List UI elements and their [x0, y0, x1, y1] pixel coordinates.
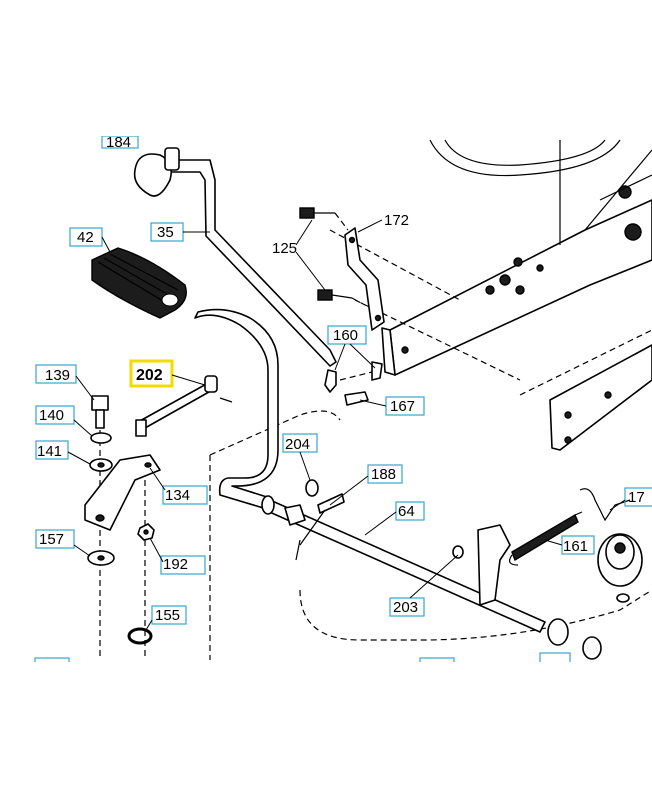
- callout-192: 192: [163, 556, 188, 573]
- bracket-134: [84, 454, 161, 531]
- callout-160: 160: [333, 327, 358, 344]
- spring-161: [508, 511, 583, 566]
- control-rod: [194, 308, 279, 511]
- callout-188: 188: [371, 466, 396, 483]
- nut-192: [137, 523, 155, 541]
- callouts: 184 35 42 172 125 160 167 139 202 140: [34, 134, 652, 665]
- shaft-64: [261, 495, 602, 660]
- callout-204: 204: [285, 436, 310, 453]
- callout-140: 140: [39, 407, 64, 424]
- bolt-139: [91, 395, 109, 429]
- ring-155: [127, 627, 153, 645]
- pedal-pad: [91, 247, 187, 319]
- callout-139: 139: [45, 367, 70, 384]
- bracket-172: [344, 227, 385, 331]
- callout-42: 42: [77, 229, 94, 246]
- callout-157: 157: [39, 531, 64, 548]
- bolt-upper: [299, 207, 335, 219]
- pedal-rod: [169, 159, 337, 367]
- highlight-box-202: [129, 359, 174, 388]
- callout-64: 64: [398, 503, 415, 520]
- callout-172: 172: [384, 212, 409, 229]
- callout-134: 134: [165, 487, 190, 504]
- knob-part: [133, 147, 180, 197]
- bolt-lower: [317, 289, 353, 301]
- pulley: [579, 488, 643, 603]
- callout-202: 202: [136, 367, 163, 384]
- rod-202: [135, 375, 233, 437]
- callout-167: 167: [390, 398, 415, 415]
- spacer-204: [305, 479, 319, 497]
- callout-203: 203: [393, 599, 418, 616]
- bracket-203: [452, 524, 511, 606]
- callout-125: 125: [272, 240, 297, 257]
- callout-141: 141: [37, 443, 62, 460]
- callout-184: 184: [106, 134, 131, 151]
- callout-155: 155: [155, 607, 180, 624]
- callout-35: 35: [157, 224, 174, 241]
- frame-rail: [381, 140, 652, 451]
- washer-140: [90, 432, 112, 444]
- callout-161: 161: [563, 538, 588, 555]
- belt-drawing: [429, 139, 621, 177]
- clips-160: [324, 361, 383, 406]
- callout-17: 17: [628, 489, 645, 506]
